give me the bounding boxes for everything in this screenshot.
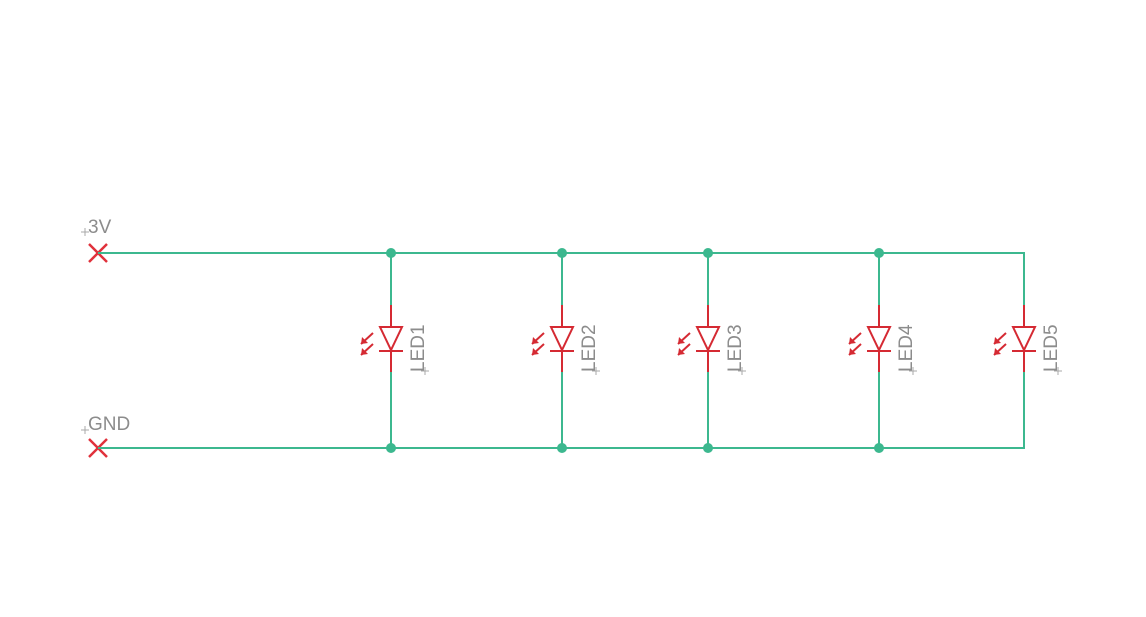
junction-dot [703,443,713,453]
led-triangle [695,326,721,353]
led-branches: LED1 LED2 LED3 LED4 LED5 [360,248,1062,453]
led-symbol [677,305,721,372]
led-symbol [993,305,1037,372]
junction-dot [703,248,713,258]
junction-dot [874,443,884,453]
junction-dot [557,248,567,258]
junction-dot [557,443,567,453]
led-1[interactable]: LED1 [360,248,429,453]
supply-rail-wire[interactable] [98,252,1025,305]
light-arrow-head-icon [361,337,368,344]
light-arrow-head-icon [994,337,1001,344]
led-2[interactable]: LED2 [531,248,600,453]
led-4[interactable]: LED4 [848,248,917,453]
light-arrow-head-icon [678,337,685,344]
led-5[interactable]: LED5 [993,305,1062,375]
light-arrow-head-icon [849,348,856,355]
ground-label: GND [88,414,130,435]
supply-label: 3V [88,217,112,238]
light-arrow-head-icon [532,337,539,344]
junction-dot [386,443,396,453]
ground-rail-wire[interactable] [98,372,1025,449]
supply-pin[interactable]: 3V [81,217,112,263]
light-arrow-head-icon [994,348,1001,355]
light-arrow-head-icon [849,337,856,344]
led-3[interactable]: LED3 [677,248,746,453]
led-triangle [866,326,892,353]
led-symbol [848,305,892,372]
led-triangle [378,326,404,353]
light-arrow-head-icon [361,348,368,355]
light-arrow-head-icon [532,348,539,355]
led-label: LED2 [579,324,600,372]
light-arrow-head-icon [678,348,685,355]
led-symbol [531,305,575,372]
led-triangle [549,326,575,353]
junction-dot [386,248,396,258]
led-label: LED3 [725,324,746,372]
led-label: LED5 [1041,324,1062,372]
ground-pin[interactable]: GND [81,414,130,458]
led-triangle [1011,326,1037,353]
led-label: LED1 [408,324,429,372]
led-label: LED4 [896,324,917,372]
led-symbol [360,305,404,372]
junction-dot [874,248,884,258]
